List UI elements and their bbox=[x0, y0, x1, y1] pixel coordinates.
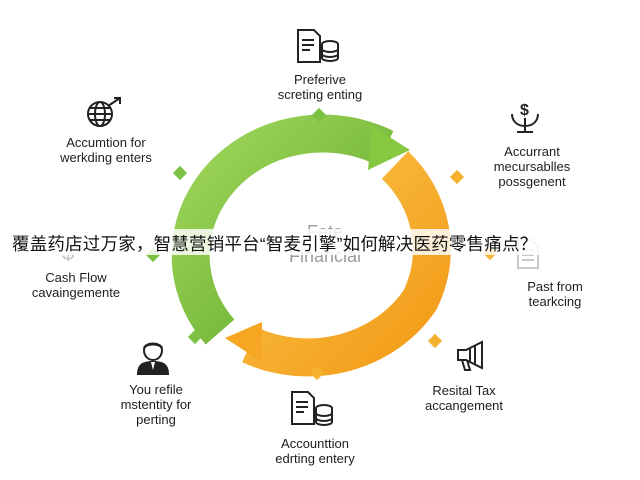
businessman-icon bbox=[136, 342, 170, 375]
node-label-left: Cash Flow cavaingemente bbox=[10, 270, 142, 300]
node-bottom-left-line3: perting bbox=[136, 412, 176, 427]
orange-arrowhead bbox=[225, 322, 262, 362]
node-bottom-right-line1: Resital Tax bbox=[432, 383, 496, 398]
node-bottom-right-line2: accangement bbox=[424, 398, 504, 413]
node-top-line1: Preferive bbox=[293, 72, 347, 87]
green-arc bbox=[171, 114, 410, 345]
node-right-line2: tearkcing bbox=[528, 294, 582, 309]
megaphone-icon bbox=[457, 340, 483, 371]
node-right-line1: Past from bbox=[527, 279, 583, 294]
node-bottom-left-line2: mstentity for bbox=[120, 397, 192, 412]
green-arrowhead bbox=[368, 126, 410, 170]
node-bottom-line2: edrting entery bbox=[275, 451, 355, 466]
globe-arrow-icon bbox=[87, 97, 121, 127]
node-top-left-line2: werkding enters bbox=[60, 150, 152, 165]
node-top-line2: screting enting bbox=[277, 87, 363, 102]
dollar-plant-icon: $ bbox=[511, 102, 539, 133]
connector-dot-top bbox=[311, 107, 327, 123]
connector-dot-bottom bbox=[309, 365, 325, 381]
document-database-icon bbox=[297, 29, 339, 63]
node-top-right-line3: possgenent bbox=[498, 174, 566, 189]
document-database-icon-bottom bbox=[291, 391, 333, 426]
svg-text:$: $ bbox=[520, 102, 529, 119]
node-top-left-line1: Accumtion for bbox=[66, 135, 146, 150]
headline-overlay bbox=[0, 229, 640, 255]
node-left-line1: Cash Flow bbox=[45, 270, 107, 285]
node-label-top: Preferive screting enting bbox=[258, 72, 382, 102]
node-label-right: Past from tearkcing bbox=[500, 279, 610, 309]
headline-text: 覆盖药店过万家，智慧营销平台“智麦引擎”如何解决医药零售痛点？ bbox=[12, 234, 538, 254]
connector-dots bbox=[145, 107, 498, 381]
orange-arc bbox=[225, 151, 451, 377]
node-label-top-left: Accumtion for werkding enters bbox=[38, 135, 174, 165]
connector-dot-bottom-right bbox=[427, 333, 443, 349]
node-left-line2: cavaingemente bbox=[31, 285, 121, 300]
node-bottom-left-line1: You refile bbox=[129, 382, 183, 397]
node-label-bottom-right: Resital Tax accangement bbox=[402, 383, 526, 413]
node-label-top-right: Accurrant mecursablles possgenent bbox=[472, 144, 592, 189]
node-label-bottom-left: You refile mstentity for perting bbox=[96, 382, 216, 427]
connector-dot-top-right bbox=[449, 169, 465, 185]
connector-dot-bottom-left bbox=[187, 329, 203, 345]
connector-dot-top-left bbox=[172, 165, 188, 181]
node-label-bottom: Accounttion edrting entery bbox=[252, 436, 378, 466]
node-top-right-line2: mecursablles bbox=[493, 159, 571, 174]
node-top-right-line1: Accurrant bbox=[504, 144, 560, 159]
node-bottom-line1: Accounttion bbox=[281, 436, 349, 451]
